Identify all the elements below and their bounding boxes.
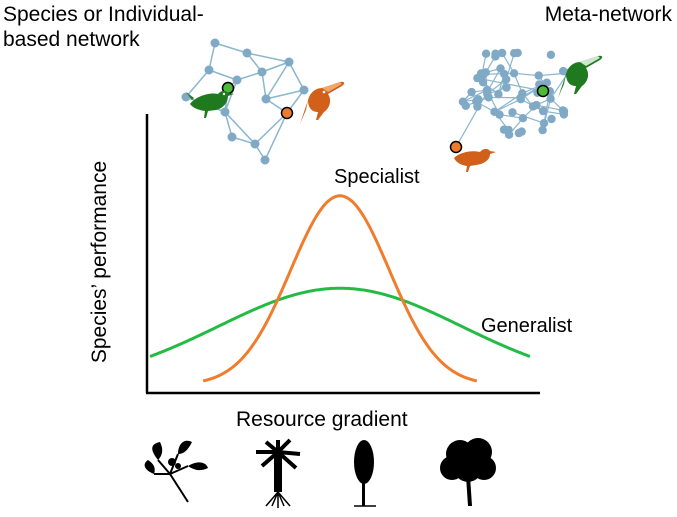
network-edge bbox=[512, 111, 545, 124]
network-node bbox=[491, 49, 500, 58]
network-edge bbox=[246, 52, 290, 63]
network-node bbox=[497, 48, 507, 58]
palm-tree-icon bbox=[256, 438, 301, 508]
network-node bbox=[478, 78, 488, 87]
generalist-curve bbox=[149, 286, 531, 358]
network-node bbox=[458, 97, 468, 106]
network-node bbox=[204, 65, 214, 75]
left-network-title-line2: based network bbox=[3, 28, 140, 51]
x-axis-label: Resource gradient bbox=[236, 408, 408, 431]
y-axis-label: Species’ performance bbox=[88, 160, 111, 364]
green-bird-icon bbox=[186, 90, 234, 118]
network-edge bbox=[208, 42, 216, 71]
network-node bbox=[449, 140, 463, 154]
network-edge bbox=[208, 69, 238, 81]
network-edge bbox=[494, 98, 522, 113]
network-node bbox=[518, 114, 528, 123]
network-edge bbox=[224, 79, 238, 113]
network-node bbox=[528, 102, 538, 111]
network-node bbox=[517, 127, 526, 136]
network-edge bbox=[254, 112, 288, 145]
network-node bbox=[260, 155, 270, 165]
network-edge bbox=[265, 61, 290, 100]
network-node bbox=[534, 71, 543, 80]
network-edge bbox=[462, 89, 488, 103]
network-node bbox=[467, 87, 476, 97]
network-edge bbox=[265, 89, 305, 100]
network-node bbox=[502, 83, 511, 92]
network-node bbox=[495, 110, 504, 119]
network-node bbox=[261, 94, 271, 104]
network-node bbox=[536, 84, 550, 98]
network-node bbox=[538, 125, 547, 135]
network-node bbox=[518, 89, 527, 98]
toucan-icon bbox=[300, 81, 345, 124]
network-node bbox=[299, 85, 309, 95]
network-edge bbox=[224, 111, 256, 145]
meta-network-title: Meta-network bbox=[544, 3, 672, 26]
network-node bbox=[220, 107, 230, 117]
network-node bbox=[546, 50, 556, 59]
network-node bbox=[542, 78, 551, 87]
network-edge bbox=[214, 42, 248, 54]
specialist-label: Specialist bbox=[334, 166, 420, 188]
network-node bbox=[494, 90, 503, 99]
network-node bbox=[538, 106, 548, 116]
network-edge bbox=[261, 71, 267, 100]
generalist-label: Generalist bbox=[481, 315, 573, 337]
network-node bbox=[504, 130, 514, 139]
network-edge bbox=[261, 61, 290, 73]
network-node bbox=[510, 49, 519, 58]
network-edge bbox=[536, 104, 564, 112]
network-node bbox=[280, 106, 294, 120]
network-node bbox=[508, 108, 517, 117]
orange-bird-icon bbox=[454, 148, 496, 172]
toucan-icon bbox=[558, 55, 603, 98]
network-edge bbox=[477, 77, 544, 92]
network-node bbox=[559, 66, 568, 76]
network-edge bbox=[264, 112, 288, 161]
network-node bbox=[539, 119, 549, 128]
network-node bbox=[546, 94, 555, 103]
network-edge bbox=[185, 69, 210, 98]
specialist-curve bbox=[202, 194, 478, 383]
meta-network bbox=[449, 48, 573, 154]
network-node bbox=[242, 48, 252, 58]
left-network-title-line1: Species or Individual- bbox=[3, 3, 204, 26]
species-network bbox=[181, 38, 309, 165]
shrub-icon bbox=[354, 440, 376, 507]
network-node bbox=[496, 64, 505, 73]
network-node bbox=[181, 92, 191, 102]
network-node bbox=[481, 49, 491, 58]
network-node bbox=[559, 110, 569, 119]
broadleaf-tree-icon bbox=[440, 438, 496, 506]
network-node bbox=[476, 69, 486, 78]
network-node bbox=[284, 57, 294, 67]
left-network-title: Species or Individual- based network bbox=[3, 2, 204, 52]
network-node bbox=[232, 75, 242, 85]
network-node bbox=[474, 95, 483, 104]
leafy-branch-icon bbox=[144, 440, 208, 503]
network-node bbox=[483, 89, 492, 99]
network-node bbox=[509, 69, 519, 78]
network-node bbox=[210, 38, 220, 48]
network-node bbox=[547, 114, 556, 124]
network-node bbox=[250, 139, 260, 149]
network-node bbox=[257, 67, 267, 77]
network-edge bbox=[288, 61, 305, 91]
network-node bbox=[227, 132, 237, 142]
